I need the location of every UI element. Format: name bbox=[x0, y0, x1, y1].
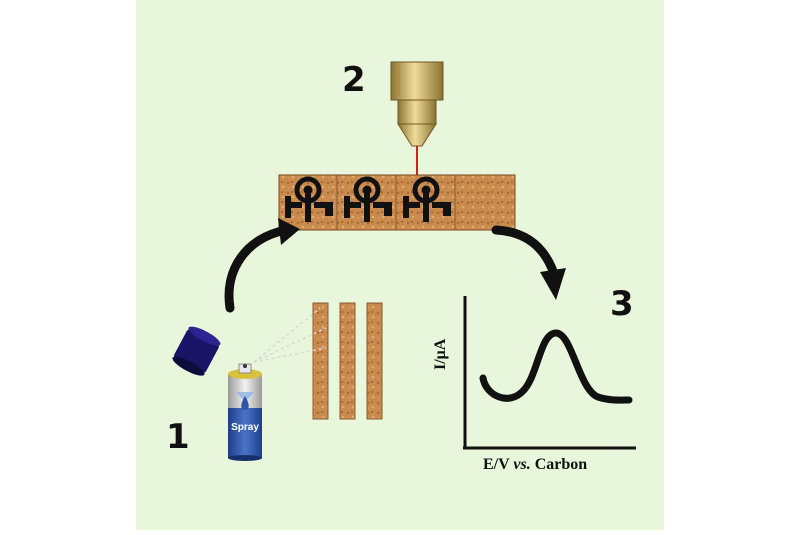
voltammogram-peak-curve bbox=[479, 329, 633, 404]
arrow-to-voltammogram bbox=[491, 225, 566, 300]
voltammogram-axes bbox=[463, 296, 636, 450]
laser-nozzle bbox=[390, 61, 444, 147]
arrow-to-strip bbox=[224, 218, 300, 313]
spray-cap bbox=[172, 326, 221, 376]
spray-can-label: Spray bbox=[231, 422, 259, 433]
cork-strips bbox=[312, 302, 383, 420]
spray-mist bbox=[253, 307, 327, 363]
y-axis-label: I/μA bbox=[432, 338, 449, 370]
diagram-svg: Spray bbox=[136, 0, 664, 530]
x-axis-label-suffix: Carbon bbox=[530, 456, 588, 473]
spray-can bbox=[228, 363, 262, 461]
step-number-2: 2 bbox=[342, 60, 366, 100]
x-axis-label-vs: vs. bbox=[513, 456, 531, 473]
step-number-3: 3 bbox=[610, 284, 634, 324]
step-number-1: 1 bbox=[166, 417, 190, 457]
diagram-canvas: Spray 1 2 3 I/μA E/V vs. Carbon bbox=[136, 0, 664, 530]
x-axis-label: E/V vs. Carbon bbox=[483, 456, 587, 474]
x-axis-label-prefix: E/V bbox=[483, 456, 514, 473]
